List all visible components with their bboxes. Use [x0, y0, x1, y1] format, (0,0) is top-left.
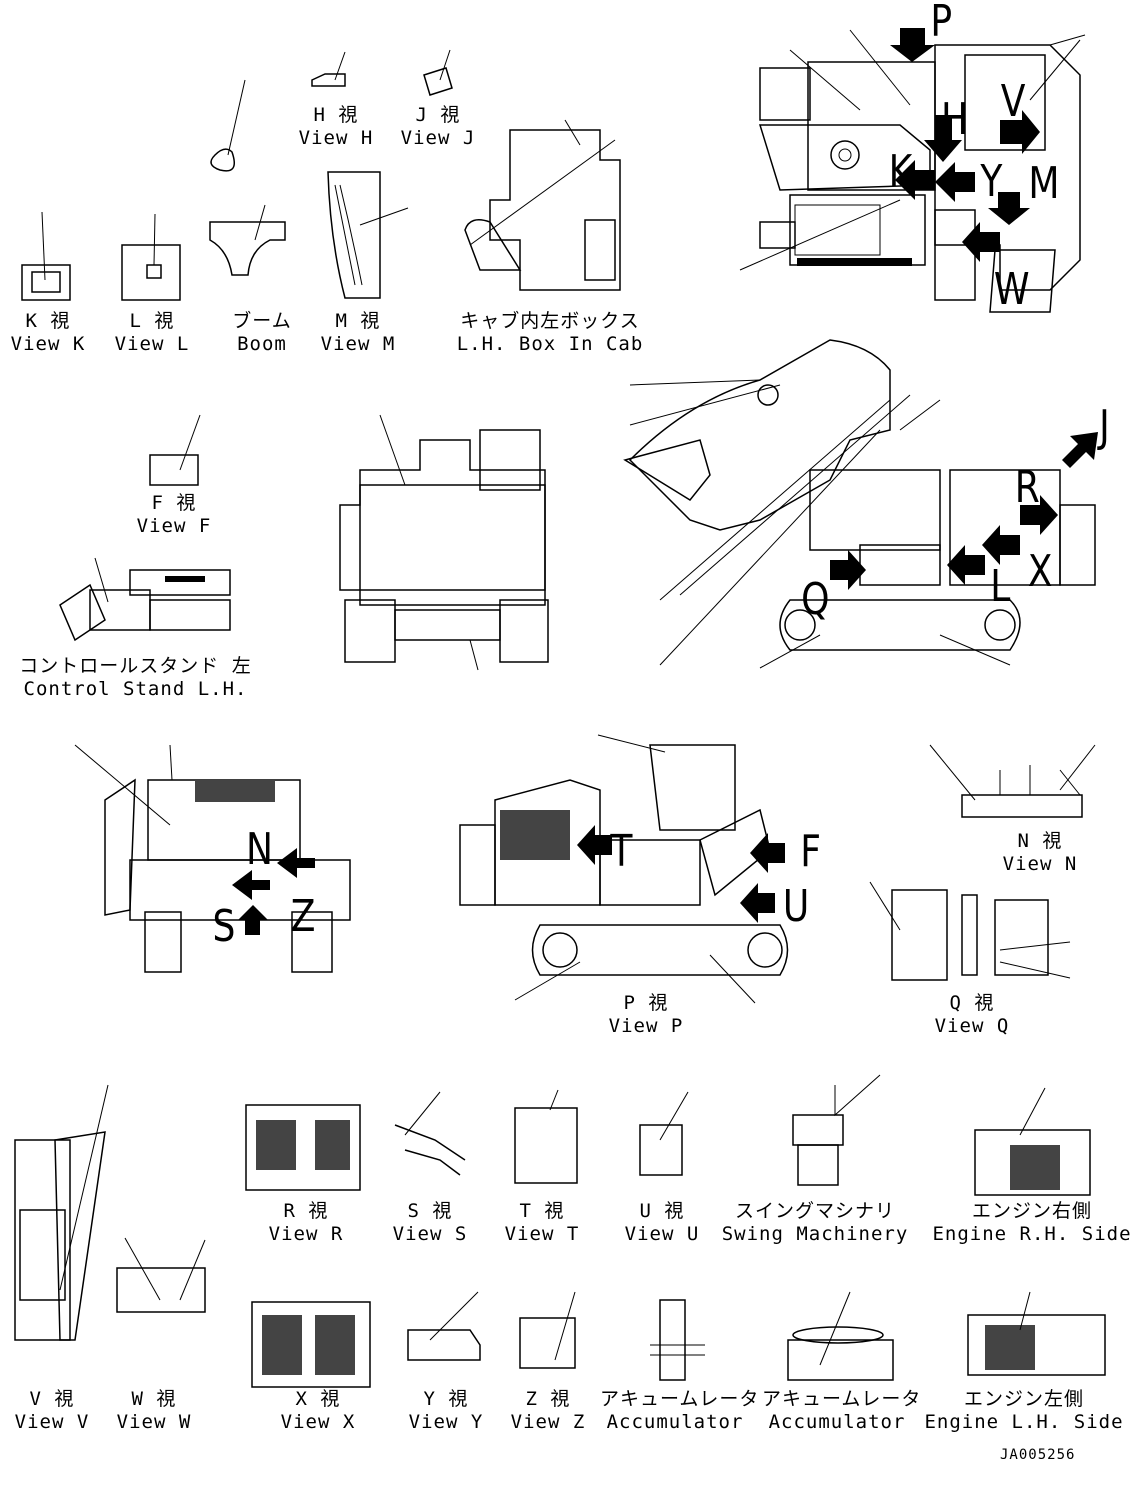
- view-letter: R: [1014, 462, 1040, 513]
- view-h-drawing: [311, 51, 346, 87]
- rear-view-drawing: [339, 414, 549, 671]
- view-v-drawing: [14, 1084, 109, 1341]
- view-letter: Y: [980, 156, 1003, 207]
- view-j-drawing: [423, 49, 453, 96]
- view-q-drawing: [869, 881, 1071, 981]
- view-l-drawing: [121, 213, 181, 301]
- boom-drawing: [209, 204, 286, 276]
- view-letter: J: [1099, 401, 1110, 452]
- rear-left-view-drawing: [74, 744, 351, 973]
- side-view-drawing: [623, 339, 1098, 669]
- view-t-drawing: [514, 1089, 578, 1184]
- view-y-drawing: [407, 1291, 481, 1361]
- view-letter: L: [990, 561, 1011, 612]
- view-letter: X: [1027, 546, 1053, 597]
- view-letter: Z: [290, 891, 316, 942]
- view-x-drawing: [251, 1301, 371, 1388]
- view-letter: V: [1000, 76, 1026, 127]
- swing-machinery-drawing: [792, 1074, 881, 1186]
- drawing-code: JA005256: [1000, 1447, 1076, 1463]
- view-z-drawing: [519, 1291, 576, 1369]
- view-letter: M: [1028, 158, 1060, 209]
- accumulator-2-drawing: [787, 1291, 894, 1381]
- control-stand-drawing: [59, 557, 231, 642]
- view-letter: Q: [801, 574, 830, 625]
- view-n-drawing: [929, 744, 1096, 818]
- engine-rh-drawing: [974, 1087, 1091, 1196]
- view-letter: N: [245, 824, 273, 875]
- view-r-drawing: [245, 1104, 361, 1191]
- engine-lh-drawing: [967, 1291, 1106, 1376]
- view-letter: P: [930, 0, 953, 47]
- view-s-drawing: [394, 1091, 466, 1176]
- clip-drawing: [210, 79, 246, 172]
- view-f-drawing: [149, 414, 201, 486]
- view-letter: T: [610, 826, 633, 877]
- view-k-drawing: [21, 211, 71, 301]
- view-letter: F: [800, 826, 822, 877]
- left-view-drawing: [459, 734, 789, 1004]
- accumulator-1-drawing: [650, 1299, 705, 1381]
- cab-box-drawing: [464, 119, 621, 291]
- view-letter: H: [940, 94, 969, 145]
- view-letter: S: [212, 901, 236, 952]
- view-letter: U: [782, 881, 810, 932]
- view-letter: K: [888, 146, 913, 197]
- view-w-drawing: [116, 1237, 206, 1313]
- view-m-drawing: [327, 171, 409, 299]
- view-u-drawing: [639, 1091, 689, 1176]
- view-letter: W: [993, 264, 1030, 315]
- plan-view-drawing: [739, 28, 1086, 313]
